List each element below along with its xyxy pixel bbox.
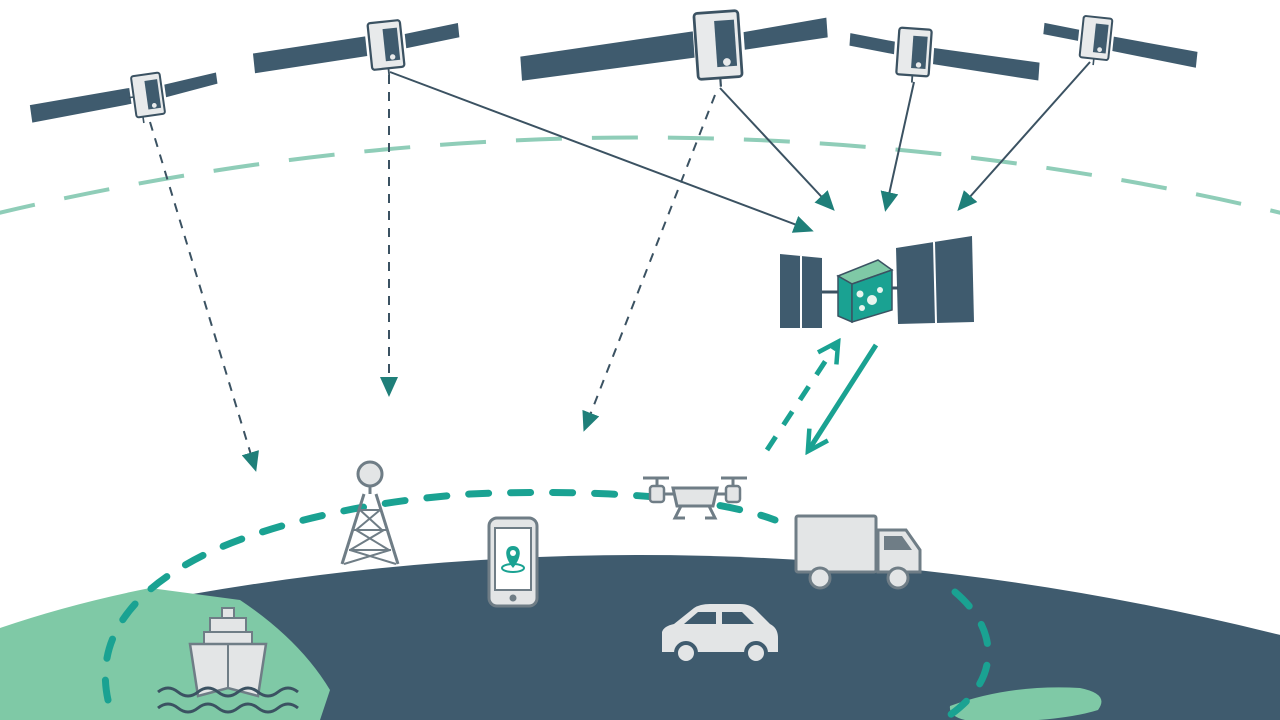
drone-uplink [764, 345, 836, 452]
gnss-downlink-3 [582, 94, 716, 432]
ground-link-arc-right [946, 588, 992, 719]
gnss-to-relay-link-2 [719, 87, 835, 211]
orbit-arc [0, 135, 1280, 215]
drone-icon [643, 476, 747, 520]
gnss-to-relay-link-1 [389, 71, 814, 233]
car-icon [662, 604, 778, 665]
relay-downlink [810, 343, 879, 448]
gnss-downlink-1 [149, 121, 259, 472]
ground-link-arc [101, 488, 779, 704]
satellite-icon [520, 9, 828, 87]
satellite-icon [1043, 15, 1198, 68]
satellite-icon [252, 19, 460, 76]
gnss-to-relay-link-4 [957, 61, 1091, 211]
relay-satellite-icon [780, 236, 974, 328]
landmass-right [949, 687, 1102, 720]
cell-tower-icon [340, 460, 400, 565]
smartphone-location-icon [487, 516, 539, 608]
satellite-icon [849, 26, 1040, 83]
satellite-icon [29, 71, 218, 124]
gnss-to-relay-link-3 [880, 81, 915, 212]
ship-icon [157, 607, 299, 714]
truck-icon [794, 514, 922, 590]
